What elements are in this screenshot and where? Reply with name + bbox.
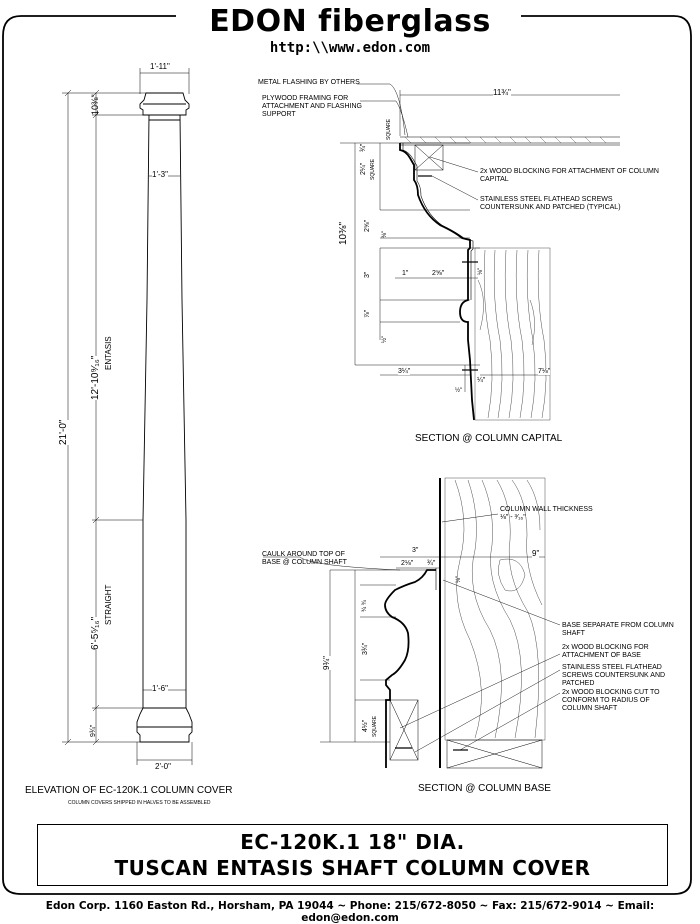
base-note-blocking2-line: CONFORM TO RADIUS OF — [562, 697, 650, 704]
base-note-separate-line: BASE SEPARATE FROM COLUMN — [562, 622, 674, 629]
capital-note-screws-line: STAINLESS STEEL FLATHEAD SCREWS — [480, 196, 613, 203]
title-block: EC-120K.1 18" DIA. TUSCAN ENTASIS SHAFT … — [37, 824, 668, 886]
base-square-label: SQUARE — [372, 715, 378, 737]
capital-note-plywood-line: ATTACHMENT AND FLASHING — [262, 103, 362, 110]
capital-note-plywood-line: SUPPORT — [262, 111, 296, 118]
title-line-1: EC-120K.1 18" DIA. — [240, 830, 465, 854]
capital-note-blocking-line: 2x WOOD BLOCKING FOR ATTACHMENT OF COLUM… — [480, 168, 659, 175]
base-dim-3: 3" — [412, 547, 419, 554]
base-dim-9: 9" — [532, 549, 540, 558]
base-note-blocking2: 2x WOOD BLOCKING CUT TO CONFORM TO RADIU… — [562, 689, 660, 713]
capital-note-plywood: PLYWOOD FRAMING FOR ATTACHMENT AND FLASH… — [262, 95, 362, 119]
capital-note-screws: STAINLESS STEEL FLATHEAD SCREWS COUNTERS… — [480, 196, 621, 212]
base-note-blocking-line: 2x WOOD BLOCKING FOR — [562, 644, 649, 651]
capital-dim-2-5-8b: 2⅝" — [432, 270, 445, 277]
base-dim-1-8: ⅛" — [456, 575, 462, 583]
capital-top-dim: 11¾" — [493, 88, 511, 97]
capital-dim-1-4: ¼" — [477, 377, 486, 384]
capital-note-plywood-line: PLYWOOD FRAMING FOR — [262, 95, 349, 102]
base-note-caulk-line: BASE @ COLUMN SHAFT — [262, 559, 347, 566]
base-dim-9-3-4: 9¾" — [322, 656, 331, 670]
capital-note-blocking-line: CAPITAL — [480, 176, 509, 183]
capital-note-blocking: 2x WOOD BLOCKING FOR ATTACHMENT OF COLUM… — [480, 168, 659, 184]
base-note-separate-line: SHAFT — [562, 630, 585, 637]
base-dim-3-4-3-4: ¾ ¾ — [362, 600, 368, 612]
footer-contact: Edon Corp. 1160 Easton Rd., Horsham, PA … — [45, 900, 655, 924]
brand-url: http:\\www.edon.com — [269, 40, 431, 56]
brand-title: EDON fiberglass — [209, 4, 491, 39]
base-note-blocking2-line: COLUMN SHAFT — [562, 705, 618, 712]
elevation-lower-dia: 1'-6" — [152, 684, 168, 693]
capital-section-caption: SECTION @ COLUMN CAPITAL — [415, 433, 563, 444]
base-note-separate: BASE SEPARATE FROM COLUMN SHAFT — [562, 622, 674, 638]
base-note-blocking: 2x WOOD BLOCKING FOR ATTACHMENT OF BASE — [562, 644, 649, 660]
base-note-caulk-line: CAULK AROUND TOP OF — [262, 551, 345, 558]
base-dim-3-4: ¾" — [427, 560, 436, 567]
elevation-top-width: 1'-11" — [150, 62, 170, 71]
base-wall-value: ⅛" - ³⁄₁₆" — [500, 514, 526, 521]
base-dim-4-1-2: 4½" — [362, 719, 369, 732]
capital-note-screws-line: COUNTERSUNK AND PATCHED (TYPICAL) — [480, 204, 621, 211]
capital-dim-3-1-4: 3¼" — [398, 368, 411, 375]
base-note-wall: COLUMN WALL THICKNESS — [500, 506, 593, 513]
base-dim-2-1-8: 2⅛" — [401, 560, 414, 567]
base-note-screws-line: STAINLESS STEEL FLATHEAD — [562, 664, 662, 671]
base-note-screws: STAINLESS STEEL FLATHEAD SCREWS COUNTERS… — [562, 664, 665, 688]
base-note-blocking-line: ATTACHMENT OF BASE — [562, 652, 641, 659]
base-note-screws-line: PATCHED — [562, 680, 595, 687]
elevation-subcaption: COLUMN COVERS SHIPPED IN HALVES TO BE AS… — [68, 800, 211, 806]
elevation-upper-dia: 1'-3" — [152, 170, 168, 179]
base-note-blocking2-line: 2x WOOD BLOCKING CUT TO — [562, 689, 660, 696]
base-dim-3-3-4: 3¾" — [362, 642, 369, 655]
elevation-base-width: 2'-0" — [155, 762, 171, 771]
capital-dim-1-2b: ½" — [455, 388, 463, 394]
base-section-caption: SECTION @ COLUMN BASE — [418, 783, 551, 794]
capital-note-flashing: METAL FLASHING BY OTHERS — [258, 79, 360, 86]
drawing-frame — [2, 15, 692, 895]
base-note-screws-line: SCREWS COUNTERSUNK AND — [562, 672, 666, 679]
title-line-2: TUSCAN ENTASIS SHAFT COLUMN COVER — [114, 856, 591, 880]
base-note-caulk: CAULK AROUND TOP OF BASE @ COLUMN SHAFT — [262, 551, 347, 567]
capital-dim-1: 1" — [402, 270, 409, 277]
capital-dim-7-1-8: 7⅛" — [538, 368, 551, 375]
elevation-caption: ELEVATION OF EC-120K.1 COLUMN COVER — [25, 785, 233, 796]
